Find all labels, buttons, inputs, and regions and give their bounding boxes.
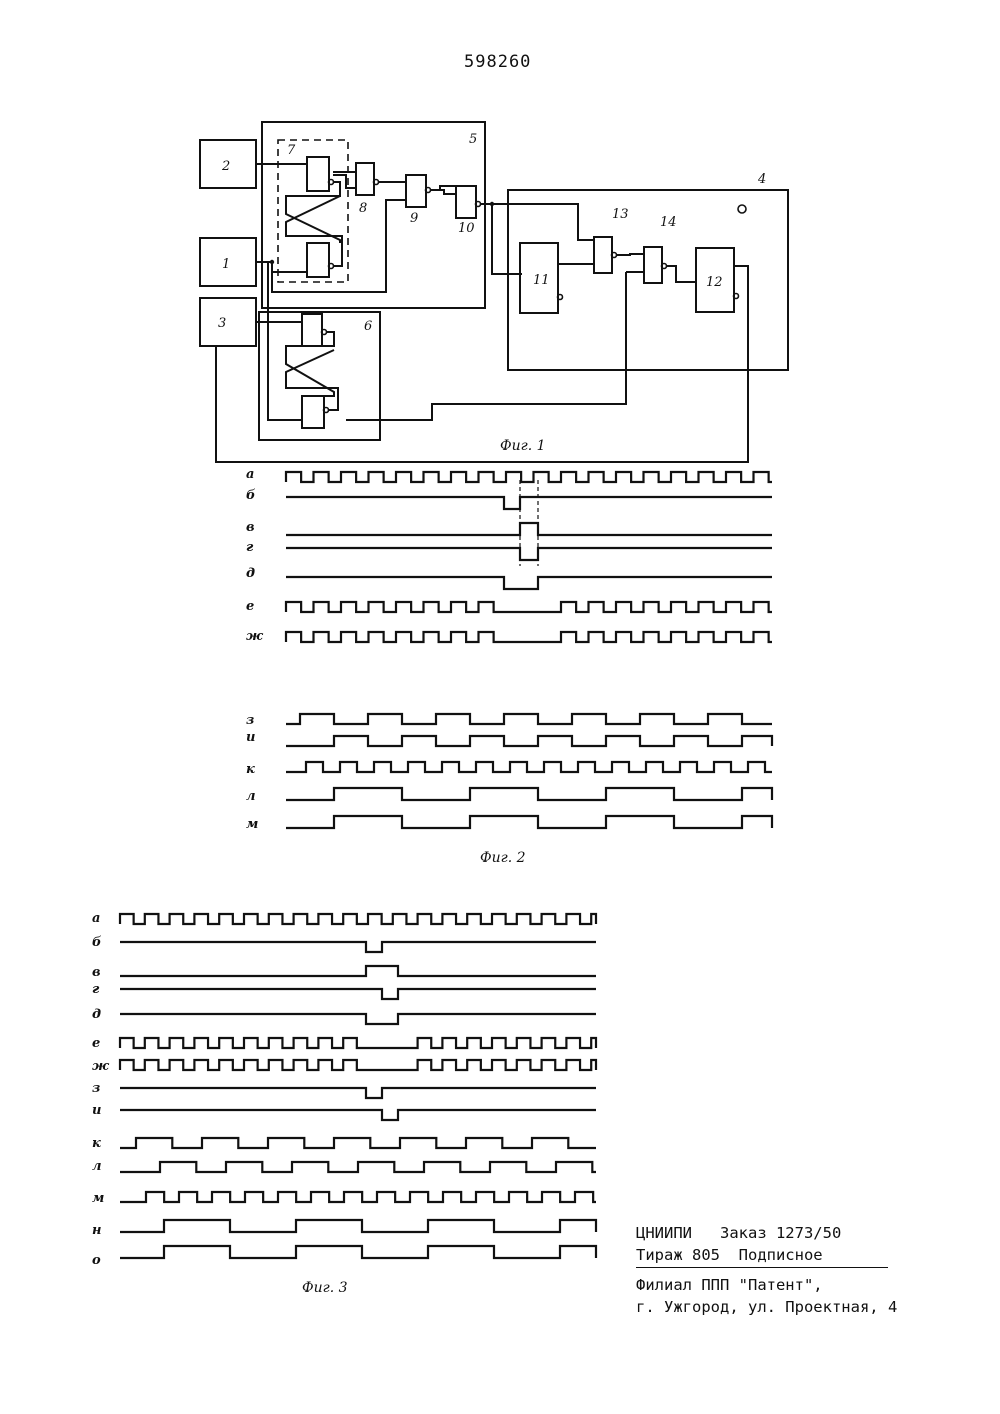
fig2-label-l: л: [246, 789, 256, 804]
fig2-wave-d: [286, 577, 772, 589]
fig3-label-v: в: [92, 965, 101, 980]
label-block-6: 6: [364, 319, 372, 334]
label-block-12: 12: [706, 275, 723, 290]
fig2-timing-diagram: [286, 472, 772, 828]
fig3-label-l: л: [92, 1159, 102, 1174]
fig2-label-z: з: [246, 713, 254, 728]
fig2-label-zh: ж: [246, 629, 264, 644]
fig3-wave-z: [120, 1088, 596, 1098]
fig2-wave-g: [286, 548, 772, 560]
gate-7b: [307, 243, 329, 277]
gate-8: [356, 163, 374, 195]
gate-7a: [307, 157, 329, 191]
fig3-label-a: а: [92, 911, 100, 926]
fig3-wave-i: [120, 1110, 596, 1120]
fig2-wave-b: [286, 497, 772, 509]
fig3-wave-a: [120, 914, 596, 924]
fig3-wave-n: [120, 1220, 596, 1232]
fig3-wave-k: [120, 1138, 596, 1148]
fig1-caption: Фиг. 1: [500, 438, 546, 454]
block-4-frame: [508, 190, 788, 370]
fig2-label-v: в: [246, 520, 255, 535]
fig2-label-k: к: [246, 762, 255, 777]
fig3-wave-o: [120, 1246, 596, 1258]
fig2-label-m: м: [246, 817, 258, 832]
fig3-wave-m: [120, 1192, 596, 1202]
output-terminal-icon: [738, 205, 746, 213]
fig2-label-a: а: [246, 467, 254, 482]
label-gate-14: 14: [660, 215, 677, 230]
label-block-2: 2: [221, 159, 230, 174]
fig2-wave-e: [286, 602, 772, 612]
gate-6a: [302, 314, 322, 346]
block-7-dashed-frame: [278, 140, 348, 282]
imprint-line-1: ЦНИИПИ Заказ 1273/50: [636, 1222, 897, 1244]
fig2-wave-z: [286, 714, 772, 724]
fig3-wave-l: [120, 1162, 596, 1172]
label-gate-9: 9: [410, 211, 418, 226]
fig3-wave-v: [120, 966, 596, 976]
fig2-wave-a: [286, 472, 772, 482]
label-block-7: 7: [287, 143, 296, 158]
fig3-wave-g: [120, 989, 596, 999]
label-gate-13: 13: [612, 207, 629, 222]
fig2-wave-k: [286, 762, 772, 772]
fig3-label-d: д: [92, 1007, 101, 1022]
fig2-wave-m: [286, 816, 772, 828]
fig2-label-i: и: [246, 730, 255, 745]
fig3-label-n: н: [92, 1223, 101, 1238]
gate-9: [406, 175, 426, 207]
fig3-wave-b: [120, 942, 596, 952]
label-block-1: 1: [222, 257, 230, 272]
imprint-line-4: г. Ужгород, ул. Проектная, 4: [636, 1296, 897, 1318]
label-block-11: 11: [533, 273, 550, 288]
fig3-label-b: б: [92, 935, 102, 950]
imprint-line-2: Тираж 805 Подписное: [636, 1244, 897, 1266]
fig2-wave-l: [286, 788, 772, 800]
fig2-label-e: е: [246, 599, 254, 614]
gate-6b: [302, 396, 324, 428]
fig3-wave-zh: [120, 1060, 596, 1070]
label-block-5: 5: [469, 132, 477, 147]
fig2-label-b: б: [246, 488, 256, 503]
fig3-label-o: о: [92, 1253, 101, 1268]
imprint-rule: [636, 1267, 888, 1268]
publisher-imprint: ЦНИИПИ Заказ 1273/50 Тираж 805 Подписное…: [636, 1222, 897, 1318]
fig2-wave-zh: [286, 632, 772, 642]
fig2-wave-v: [286, 523, 772, 535]
label-gate-8: 8: [359, 201, 367, 216]
fig3-wave-d: [120, 1014, 596, 1024]
patent-number: 598260: [464, 52, 531, 72]
label-block-4: 4: [757, 172, 766, 187]
fig3-label-i: и: [92, 1103, 101, 1118]
block-5-frame: [262, 122, 485, 308]
fig2-wave-i: [286, 736, 772, 746]
fig1-block-diagram: [200, 122, 788, 462]
fig2-label-d: д: [246, 566, 255, 581]
fig3-caption: Фиг. 3: [302, 1280, 348, 1296]
block-3: [200, 298, 256, 346]
label-block-3: 3: [218, 316, 226, 331]
label-gate-10: 10: [458, 221, 475, 236]
fig3-label-g: г: [92, 982, 100, 997]
fig3-label-z: з: [92, 1081, 100, 1096]
fig2-caption: Фиг. 2: [480, 850, 526, 866]
gate-10: [456, 186, 476, 218]
gate-13: [594, 237, 612, 273]
fig3-label-m: м: [92, 1191, 104, 1206]
fig3-label-e: е: [92, 1036, 100, 1051]
fig3-label-k: к: [92, 1136, 101, 1151]
fig2-label-g: г: [246, 540, 254, 555]
gate-14: [644, 247, 662, 283]
imprint-line-3: Филиал ППП "Патент",: [636, 1274, 897, 1296]
fig3-label-zh: ж: [92, 1059, 110, 1074]
fig3-timing-diagram: [120, 914, 596, 1258]
fig3-wave-e: [120, 1038, 596, 1048]
